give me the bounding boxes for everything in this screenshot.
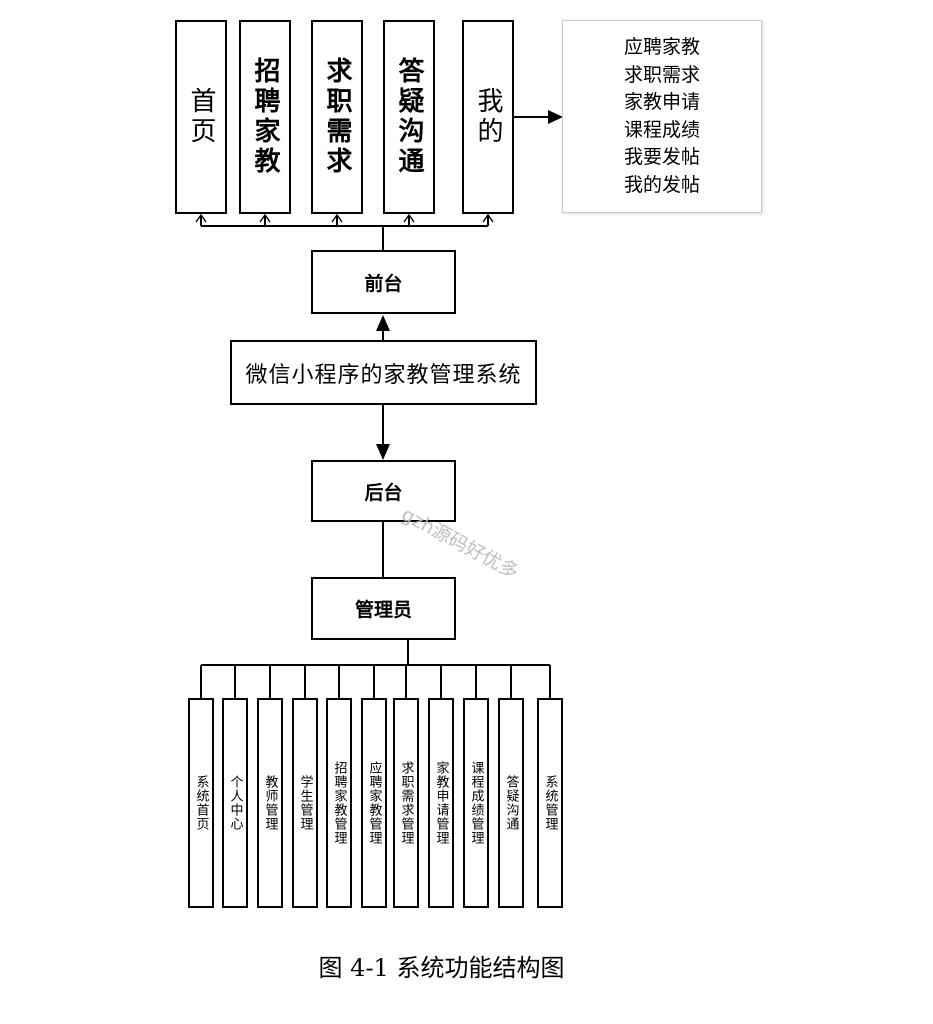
arrowhead-submenu: [548, 110, 563, 124]
admin-module-tutor-request-mgmt: 家教申请管理: [428, 698, 454, 908]
admin-box: 管理员: [311, 577, 456, 640]
admin-module-label: 答疑沟通: [503, 775, 519, 831]
arrowhead-backend: [376, 444, 390, 460]
admin-module-label: 应聘家教管理: [366, 761, 382, 845]
module-job-needs-label: 求职需求: [322, 57, 352, 177]
system-title-box: 微信小程序的家教管理系统: [230, 340, 537, 405]
submenu-item: 求职需求: [623, 63, 700, 86]
module-qa-label: 答疑沟通: [394, 57, 424, 177]
submenu-item: 我要发帖: [623, 146, 700, 168]
admin-module-grades-mgmt: 课程成绩管理: [463, 698, 489, 908]
admin-module-teacher-mgmt: 教师管理: [257, 698, 283, 908]
submenu-item: 我的发帖: [623, 173, 700, 196]
frontend-box: 前台: [311, 250, 456, 314]
admin-module-label: 招聘家教管理: [331, 761, 347, 845]
backend-box: 后台: [311, 460, 456, 522]
module-qa: 答疑沟通: [383, 20, 435, 214]
figure-caption: 图 4-1 系统功能结构图: [318, 954, 565, 982]
module-home-label: 首页: [186, 87, 216, 147]
module-job-needs: 求职需求: [311, 20, 363, 214]
admin-module-recruit-mgmt: 招聘家教管理: [326, 698, 352, 908]
admin-module-personal-center: 个人中心: [222, 698, 248, 908]
admin-module-label: 课程成绩管理: [468, 761, 484, 845]
module-recruit-tutor-label: 招聘家教: [250, 57, 280, 177]
admin-module-system-mgmt: 系统管理: [537, 698, 563, 908]
admin-module-label: 系统管理: [542, 775, 558, 831]
admin-module-qa: 答疑沟通: [498, 698, 524, 908]
submenu-item: 应聘家教: [623, 36, 700, 58]
module-mine-label: 我的: [473, 87, 503, 147]
backend-label: 后台: [364, 481, 403, 504]
admin-module-label: 个人中心: [227, 775, 243, 831]
arrowhead-frontend: [376, 315, 390, 331]
admin-module-system-home: 系统首页: [188, 698, 214, 908]
admin-module-label: 求职需求管理: [398, 761, 414, 845]
admin-module-label: 家教申请管理: [433, 761, 449, 845]
admin-module-apply-mgmt: 应聘家教管理: [361, 698, 387, 908]
admin-module-student-mgmt: 学生管理: [292, 698, 318, 908]
submenu-item: 课程成绩: [623, 118, 700, 141]
admin-label: 管理员: [354, 599, 412, 621]
module-recruit-tutor: 招聘家教: [239, 20, 291, 214]
my-submenu-box: 应聘家教 求职需求 家教申请 课程成绩 我要发帖 我的发帖: [562, 20, 762, 213]
admin-module-job-needs-mgmt: 求职需求管理: [393, 698, 419, 908]
module-mine: 我的: [462, 20, 514, 214]
frontend-label: 前台: [364, 272, 403, 295]
submenu-item: 家教申请: [623, 91, 700, 113]
admin-module-label: 学生管理: [297, 775, 313, 831]
admin-module-label: 教师管理: [262, 775, 278, 831]
system-title: 微信小程序的家教管理系统: [245, 362, 522, 388]
module-home: 首页: [175, 20, 227, 214]
admin-module-label: 系统首页: [193, 775, 209, 831]
